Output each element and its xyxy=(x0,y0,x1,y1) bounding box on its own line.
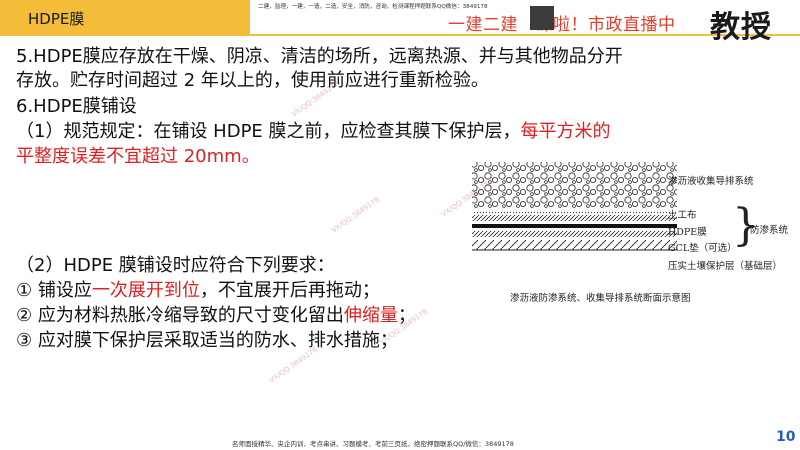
label-drainage-system: 渗沥液收集导排系统 xyxy=(668,176,754,187)
item1-prefix: ① 铺设应 xyxy=(16,280,92,301)
slide-title: HDPE膜 xyxy=(28,10,85,28)
rule-highlight: 每平方米的 xyxy=(520,121,611,142)
gcl-layer xyxy=(472,231,677,237)
item1-suffix: ，不宜展开后再拖动； xyxy=(199,280,380,301)
banner-mask xyxy=(530,6,554,30)
top-watermark-text: 二建，监理，一建，一造，二造，安全，消防，咨询，检测课程押题联系QQ微信：384… xyxy=(258,4,488,10)
geotextile-layer xyxy=(472,210,677,215)
seepage-brace: } xyxy=(732,200,760,251)
label-geotextile: 土工布 xyxy=(668,210,697,221)
slide-header: HDPE膜 二建，监理，一建，一造，二造，安全，消防，咨询，检测课程押题联系QQ… xyxy=(0,0,800,45)
header-underline xyxy=(250,34,800,36)
live-banner: 一建二建 课啦！市政直播中 xyxy=(448,15,676,35)
item2-highlight: 伸缩量 xyxy=(343,305,398,326)
footer-contact-text: 名师面授精华、央企内训、考点串讲、习题模考、考前三页纸、绝密押题联系QQ/微信：… xyxy=(232,440,514,448)
requirement-item-2: ② 应为材料热胀冷缩导致的尺寸变化留出伸缩量； xyxy=(16,305,416,327)
label-seepage-system: 防渗系统 xyxy=(750,225,789,236)
label-base-layer: 压实土壤保护层（基础层） xyxy=(668,261,783,272)
text-line-4: （1）规范规定：在铺设 HDPE 膜之前，应检查其膜下保护层，每平方米的 xyxy=(16,121,611,143)
base-layer xyxy=(472,240,677,250)
label-gcl: GCL垫（可选） xyxy=(668,243,737,254)
requirement-item-1: ① 铺设应一次展开到位，不宜展开后再拖动； xyxy=(16,280,380,302)
item1-highlight: 一次展开到位 xyxy=(91,280,200,301)
section-heading-6: 6.HDPE膜铺设 xyxy=(16,96,137,117)
item2-suffix: ； xyxy=(397,305,416,326)
teacher-badge: 教授 xyxy=(710,10,772,45)
requirements-heading: （2）HDPE 膜铺设时应符合下列要求： xyxy=(16,255,335,276)
drain-fill-layer xyxy=(472,215,677,221)
text-line-1: 5.HDPE膜应存放在干燥、阴凉、清洁的场所，远离热源、并与其他物品分开 xyxy=(16,46,623,67)
label-hdpe: HDPE膜 xyxy=(668,227,707,238)
hdpe-layer xyxy=(472,224,677,228)
layer-drawing xyxy=(472,162,677,251)
header-tab xyxy=(0,0,250,36)
text-line-2: 存放。贮存时间超过 2 年以上的，使用前应进行重新检验。 xyxy=(16,70,489,91)
page-number: 10 xyxy=(776,429,796,445)
item2-prefix: ② 应为材料热胀冷缩导致的尺寸变化留出 xyxy=(16,305,344,326)
watermark-3: VX/QQ:3849178 xyxy=(330,195,381,235)
liner-cross-section-diagram: 渗沥液收集导排系统 土工布 HDPE膜 GCL垫（可选） 压实土壤保护层（基础层… xyxy=(470,160,800,300)
rule-highlight-continued: 平整度误差不宜超过 20mm。 xyxy=(16,146,260,167)
requirement-item-3: ③ 应对膜下保护层采取适当的防水、排水措施； xyxy=(16,330,398,351)
gravel-layer xyxy=(472,162,677,208)
rule-text: （1）规范规定：在铺设 HDPE 膜之前，应检查其膜下保护层， xyxy=(16,121,521,142)
diagram-caption: 渗沥液防渗系统、收集导排系统断面示意图 xyxy=(510,293,691,304)
